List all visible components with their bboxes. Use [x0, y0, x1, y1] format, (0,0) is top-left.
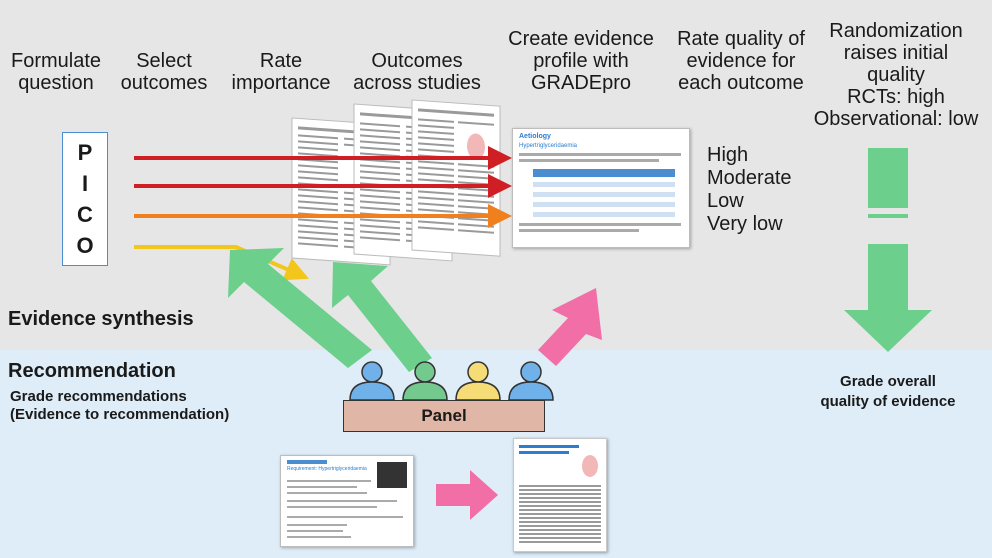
pico-box: P I C O — [62, 132, 108, 266]
person-body-2 — [402, 381, 448, 401]
evidence-slide-title: Aetiology — [519, 133, 551, 140]
green-arrow-rate — [332, 262, 432, 372]
slide-text-line — [287, 492, 367, 494]
quality-level-high: High — [707, 144, 749, 166]
pico-c: C — [77, 201, 93, 227]
step-formulate-question: Formulate question — [10, 50, 102, 94]
pico-o: O — [76, 232, 94, 258]
pico-p: P — [77, 139, 93, 165]
slide-text-line — [287, 486, 357, 488]
slide-text-line — [287, 536, 351, 538]
doc-title-line — [519, 451, 569, 454]
slide-text-line — [519, 153, 681, 156]
recommendation-source-slide: Requirement: Hypertriglyceridaemia — [280, 455, 414, 547]
evidence-synthesis-label: Evidence synthesis — [8, 308, 194, 330]
evidence-table-body — [533, 177, 675, 217]
person-body-1 — [349, 381, 395, 401]
guideline-document — [513, 438, 607, 552]
quality-level-very-low: Very low — [707, 213, 783, 235]
person-head-3 — [467, 361, 489, 383]
slide-text-line — [287, 500, 397, 502]
quality-level-moderate: Moderate — [707, 167, 792, 189]
slide-text-line — [519, 159, 659, 162]
slide-text-line — [287, 506, 377, 508]
person-body-4 — [508, 381, 554, 401]
o-arrow — [134, 245, 310, 281]
person-head-4 — [520, 361, 542, 383]
pink-arrow-evidence — [538, 288, 602, 366]
slide-text-line — [519, 229, 639, 232]
slide-text-line — [287, 524, 347, 526]
slide-text-line — [287, 480, 371, 482]
doc-title-line — [519, 445, 579, 448]
doc-body-text — [519, 483, 601, 545]
person-body-3 — [455, 381, 501, 401]
evidence-profile-slide: Aetiology Hypertriglyceridaemia — [512, 128, 690, 248]
quality-level-low: Low — [707, 190, 744, 212]
slide-text-line — [287, 530, 343, 532]
grade-overall-label: Grade overall quality of evidence — [820, 373, 956, 410]
grade-recommendations-label: Grade recommendations (Evidence to recom… — [10, 388, 230, 423]
slide-title-bar — [287, 460, 327, 464]
panel-label: Panel — [421, 406, 467, 425]
person-head-2 — [414, 361, 436, 383]
green-arrow-select — [228, 248, 372, 368]
green-arrow-down — [844, 148, 932, 352]
person-head-1 — [361, 361, 383, 383]
panel-table: Panel — [343, 400, 545, 432]
slide-text-line — [287, 516, 403, 518]
step-rate-quality: Rate quality of evidence for each outcom… — [677, 28, 805, 94]
recommendation-label: Recommendation — [8, 360, 176, 382]
recommendation-slide-subtitle: Requirement: Hypertriglyceridaemia — [287, 466, 367, 472]
ct-scan-image — [377, 462, 407, 488]
step-outcomes-across-studies: Outcomes across studies — [353, 50, 481, 94]
pink-arrow-recommendation — [436, 470, 498, 520]
slide-text-line — [519, 223, 681, 226]
pancreas-illustration — [582, 455, 598, 477]
step-select-outcomes: Select outcomes — [120, 50, 208, 94]
evidence-slide-subtitle: Hypertriglyceridaemia — [519, 143, 578, 149]
step-randomization: Randomization raises initial quality RCT… — [813, 20, 979, 130]
pico-i: I — [81, 170, 89, 196]
step-rate-importance: Rate importance — [231, 50, 331, 94]
study-documents — [291, 99, 501, 266]
evidence-table-header — [533, 169, 675, 177]
step-create-evidence-profile: Create evidence profile with GRADEpro — [508, 28, 654, 94]
panel-people — [349, 361, 554, 401]
recommendation-band — [0, 350, 992, 558]
